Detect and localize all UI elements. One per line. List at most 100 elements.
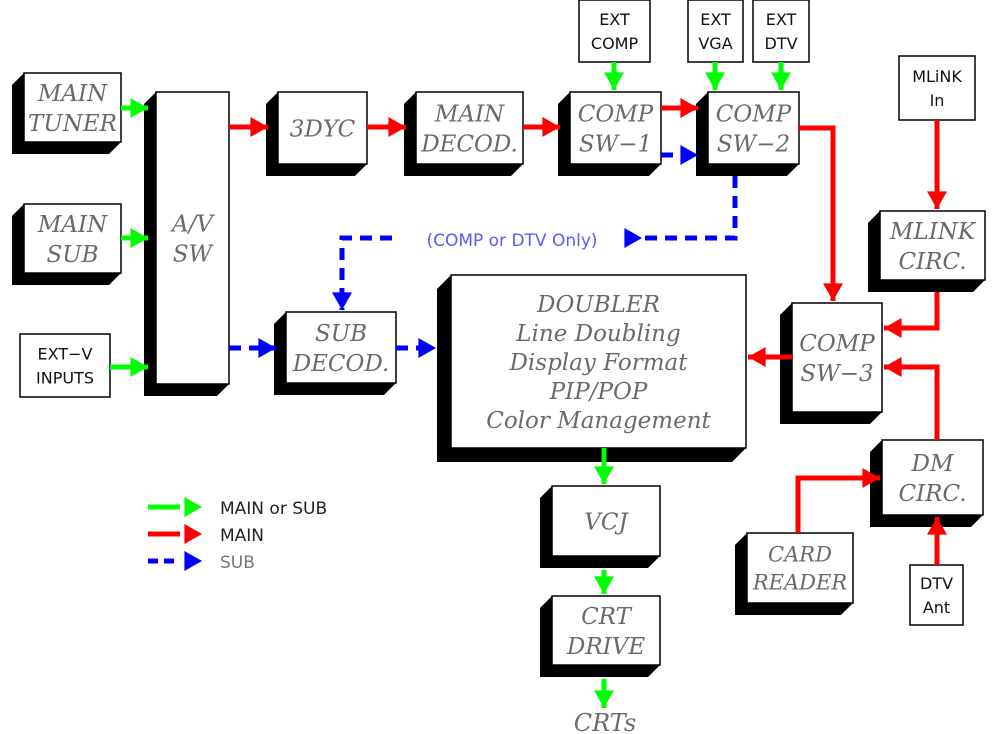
block-label: A/V <box>170 211 215 237</box>
block-face <box>415 91 524 165</box>
block-label: 3DYC <box>290 116 356 142</box>
block-label: PIP/POP <box>549 379 648 405</box>
input-label: DTV <box>920 574 953 593</box>
input-box <box>898 55 976 121</box>
wire-ext-comp-to-comp-sw1-arrowhead <box>604 72 624 90</box>
block-label: Line Doubling <box>515 321 680 347</box>
block-shadow <box>12 204 121 285</box>
input-box <box>578 0 651 63</box>
block-label: READER <box>752 571 847 595</box>
block-card-reader: CARD READER <box>735 532 854 615</box>
legend-label-main-or-sub: MAIN or SUB <box>220 499 327 519</box>
block-face <box>881 439 984 516</box>
wire-3dyc-to-main-decod-arrowhead <box>388 117 406 137</box>
block-shadow <box>12 73 121 154</box>
block-label: SW <box>173 241 215 267</box>
text-layer: (COMP or DTV Only) CRTs MAIN or SUB MAIN… <box>220 231 636 734</box>
block-shadow <box>274 312 396 395</box>
block-face <box>277 91 368 165</box>
input-label: EXT <box>700 10 731 29</box>
block-face <box>450 274 747 449</box>
input-label: MLiNK <box>912 67 962 86</box>
block-shadow <box>266 92 367 176</box>
wire-dm-circ-to-comp-sw3 <box>884 364 940 440</box>
block-face <box>791 302 883 413</box>
block-main-sub: MAIN SUB <box>12 203 122 285</box>
legend-sub-arrowhead <box>184 551 202 571</box>
block-shadow <box>696 92 799 176</box>
block-label: CIRC. <box>898 481 966 507</box>
block-face <box>707 91 800 165</box>
block-shadow <box>780 303 882 424</box>
input-label: VGA <box>698 34 732 53</box>
legend-label-sub: SUB <box>220 553 255 573</box>
block-face <box>285 311 397 384</box>
wire-main-decod-to-comp-sw1-arrowhead <box>542 117 560 137</box>
block-label: SUB <box>46 242 98 268</box>
block-face <box>569 91 662 165</box>
crts-output-label: CRTs <box>574 709 637 734</box>
wire-card-reader-to-dm-circ <box>795 475 880 533</box>
input-label: In <box>930 91 945 110</box>
input-box <box>687 0 744 63</box>
block-label: DRIVE <box>566 634 645 660</box>
block-label: CARD <box>768 543 832 567</box>
input-box <box>909 564 964 626</box>
input-ext-dtv: EXT DTV <box>752 0 810 63</box>
wire-mlink-circ-to-comp-sw3 <box>884 292 940 331</box>
wire-mlink-circ-to-comp-sw3-arrowhead <box>884 318 902 338</box>
block-face <box>746 532 854 604</box>
wire-comp-sw1-to-comp-sw2-arrowhead <box>680 98 698 118</box>
input-label: EXT <box>766 10 797 29</box>
wire-doubler-to-vcj-arrowhead <box>594 466 614 484</box>
input-mlink-in: MLiNK In <box>898 55 976 121</box>
block-label: SUB <box>315 321 367 347</box>
block-vcj: VCJ <box>540 485 661 568</box>
block-label: MAIN <box>37 81 108 107</box>
legend-main-arrowhead <box>184 524 202 544</box>
input-label: EXT−V <box>38 344 93 363</box>
block-label: CRT <box>581 604 633 630</box>
block-label: MAIN <box>434 101 505 127</box>
block-label: CIRC. <box>898 249 966 275</box>
wire-comp-sw2-sub-out <box>642 176 738 241</box>
input-ext-vga: EXT VGA <box>687 0 744 63</box>
block-label: MAIN <box>37 212 108 238</box>
block-label: VCJ <box>584 509 629 535</box>
block-label: MLINK <box>889 219 977 245</box>
input-label: EXT <box>599 10 630 29</box>
legend-main-or-sub-arrowhead <box>184 497 202 517</box>
block-main-decod: MAIN DECOD. <box>404 91 524 176</box>
wire-crt-drive-to-crts-arrowhead <box>594 690 614 708</box>
wire-vcj-to-crt-drive-arrowhead <box>594 576 614 594</box>
block-shadow <box>558 92 661 176</box>
block-label: DECOD. <box>420 131 518 157</box>
wire-av-sw-to-3dyc-arrowhead <box>250 117 268 137</box>
block-label: SW−3 <box>800 361 873 387</box>
wire-mlink-in-to-mlink-circ-arrowhead <box>927 191 947 209</box>
block-shadow <box>144 92 229 396</box>
input-label: DTV <box>764 34 797 53</box>
block-face <box>23 203 122 274</box>
block-label: Color Management <box>486 408 711 434</box>
wire-comp-sw2-to-comp-sw3 <box>799 125 836 301</box>
wire-ext-vga-to-comp-sw2-arrowhead <box>705 72 725 90</box>
block-label: SW−1 <box>579 131 652 157</box>
wire-av-sw-to-sub-decod-arrowhead <box>258 338 276 358</box>
input-box <box>19 333 111 398</box>
block-face <box>551 485 661 557</box>
wire-ext-v-to-av-sw-arrowhead <box>130 357 148 377</box>
wire-sub-note-to-sub-decod-arrowhead <box>332 292 352 310</box>
block-face <box>879 210 986 281</box>
wire-main-tuner-to-av-sw-arrowhead <box>130 98 148 118</box>
wire-dtv-ant-to-dm-circ-arrowhead <box>927 517 947 535</box>
block-label: SW−2 <box>717 131 790 157</box>
wire-ext-dtv-to-comp-sw2-arrowhead <box>771 72 791 90</box>
